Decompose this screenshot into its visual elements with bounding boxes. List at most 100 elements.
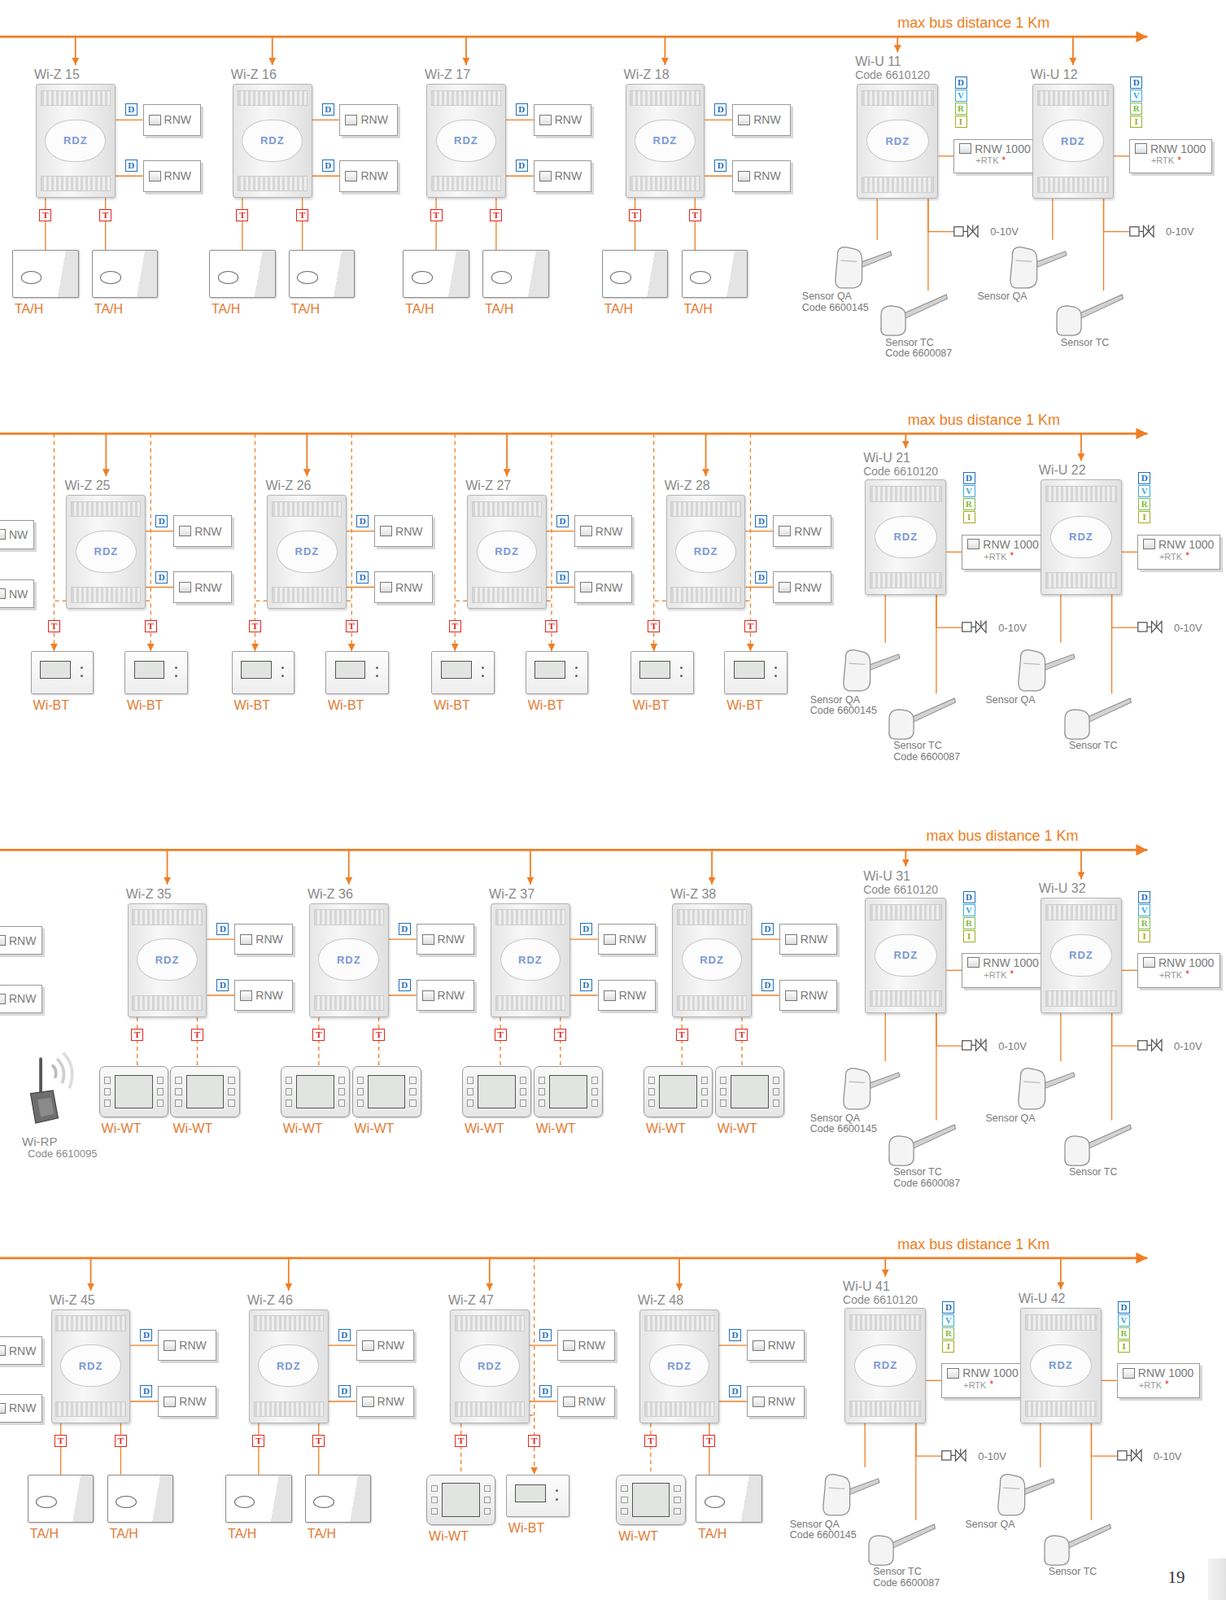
- display-window: RDZ: [276, 530, 338, 573]
- control-module: RDZWi-Z 47: [449, 1308, 530, 1423]
- device-label: Wi-WT: [645, 1121, 686, 1136]
- drawing-part: [1022, 1478, 1055, 1495]
- relay-box: RNW: [557, 1385, 616, 1418]
- connector: [529, 1400, 558, 1401]
- thermostat-button: [719, 1076, 727, 1083]
- display-window: RDZ: [318, 938, 380, 981]
- relay-name: RNW: [164, 113, 192, 127]
- brand-logo: RDZ: [260, 134, 285, 147]
- relay-box: RNW: [374, 571, 432, 603]
- thermostat-screen: [658, 1074, 698, 1109]
- relay-name: RNW: [8, 933, 36, 947]
- relay-icon: [422, 933, 435, 945]
- relay-name: RNW: [437, 932, 465, 946]
- drawing-part: [843, 1068, 871, 1109]
- device-label: Wi-WT: [428, 1528, 469, 1544]
- brand-logo: RDZ: [1068, 948, 1094, 961]
- signal-tag: T: [735, 1028, 748, 1041]
- brand-logo: RDZ: [295, 545, 320, 558]
- thermostat: TA/H: [27, 1474, 94, 1523]
- sensor: Sensor TCCode 6600087: [885, 693, 957, 740]
- brand-logo: RDZ: [699, 953, 725, 966]
- signal-tag: D: [728, 1328, 742, 1341]
- signal-letter: R: [945, 1328, 952, 1338]
- thermostat-button: [772, 1099, 780, 1106]
- signal-tag: I: [1117, 1339, 1131, 1353]
- drawing-part: [962, 622, 972, 632]
- connector: [1051, 198, 1053, 240]
- housing-band: [670, 586, 741, 603]
- drawing-part: [998, 1474, 1026, 1515]
- module-name: Wi-U 42: [1018, 1291, 1066, 1306]
- relay-name: RNW: [767, 1338, 795, 1352]
- signal-tag: V: [963, 484, 976, 498]
- drawing-part: [1086, 698, 1131, 723]
- housing-band: [849, 1400, 921, 1417]
- signal-tag: D: [356, 514, 369, 528]
- relay-icon: [562, 1396, 576, 1407]
- drawing-part: [859, 250, 892, 267]
- control-module: RDZWi-Z 48: [639, 1308, 720, 1423]
- valve-symbol: 0-10V: [1129, 223, 1195, 240]
- relay-box: RNW: [597, 979, 656, 1012]
- signal-letter: T: [692, 210, 699, 220]
- sensor-label: Sensor TC: [1060, 337, 1110, 350]
- signal-letter: D: [541, 1330, 549, 1340]
- signal-tag: D: [155, 514, 168, 528]
- valve-drawing: [961, 619, 995, 636]
- sensor-label: Sensor TCCode 6600087: [872, 1566, 940, 1589]
- relay-name: RNW: [753, 113, 781, 127]
- device-label: Wi-BT: [234, 698, 271, 713]
- module-name: Wi-U 21: [863, 450, 939, 466]
- sensor-drawing: [1014, 642, 1076, 694]
- signal-letter: D: [158, 572, 166, 582]
- connector: [925, 1379, 942, 1381]
- thermostat-button: [338, 1076, 345, 1083]
- signal-letter: R: [965, 918, 973, 928]
- product-code: Code 6600087: [893, 1178, 960, 1190]
- module-name: Wi-Z 47: [448, 1292, 494, 1308]
- signal-tag: T: [99, 209, 112, 222]
- signal-letter: R: [957, 104, 965, 114]
- module-heading: Wi-Z 47: [448, 1292, 494, 1308]
- display-window: RDZ: [436, 119, 498, 162]
- signal-tag: V: [1130, 89, 1143, 102]
- thermostat-dial: [704, 1495, 726, 1509]
- brand-logo: RDZ: [155, 953, 180, 966]
- footnote-mark: *: [1010, 968, 1015, 980]
- connector: [460, 1422, 462, 1475]
- drawing-part: [56, 1058, 64, 1083]
- signal-tag: V: [1138, 484, 1151, 498]
- signal-tag: D: [338, 1384, 351, 1397]
- device-label: Wi-BT: [508, 1520, 545, 1536]
- thermostat-button: [575, 674, 578, 677]
- sensor-drawing: [839, 642, 901, 694]
- housing-band: [676, 994, 747, 1011]
- thermostat-button: [538, 1076, 546, 1083]
- sensor-label: Sensor TC: [1048, 1566, 1098, 1578]
- module-name: Wi-Z 46: [247, 1292, 293, 1308]
- device-name: TA/H: [684, 301, 713, 316]
- display-window: RDZ: [866, 119, 930, 162]
- housing-band: [644, 1400, 715, 1417]
- signal-tag: T: [647, 619, 660, 633]
- bus-drop: [305, 433, 308, 476]
- relay-box: RNW 1000+RTK*: [961, 952, 1045, 988]
- signal-letter: D: [965, 892, 973, 902]
- product-code: Code 6600145: [802, 302, 869, 315]
- thermostat-button: [281, 666, 284, 669]
- connector: [745, 530, 773, 532]
- connector: [1121, 969, 1138, 971]
- signal-letter: T: [738, 1029, 745, 1039]
- sensor: Sensor TC: [1052, 290, 1125, 336]
- bus-drop: [90, 1257, 92, 1291]
- thermostat-button: [431, 1507, 438, 1514]
- connector: [346, 530, 375, 532]
- control-module: RDZWi-Z 45: [51, 1308, 131, 1423]
- module-heading: Wi-Z 37: [488, 886, 535, 902]
- device-name: TA/H: [698, 1526, 727, 1541]
- sensor-name: Sensor TC: [1048, 1566, 1098, 1578]
- signal-tag: T: [744, 619, 757, 633]
- signal-letter: D: [401, 924, 408, 934]
- signal-letter: V: [1141, 486, 1148, 496]
